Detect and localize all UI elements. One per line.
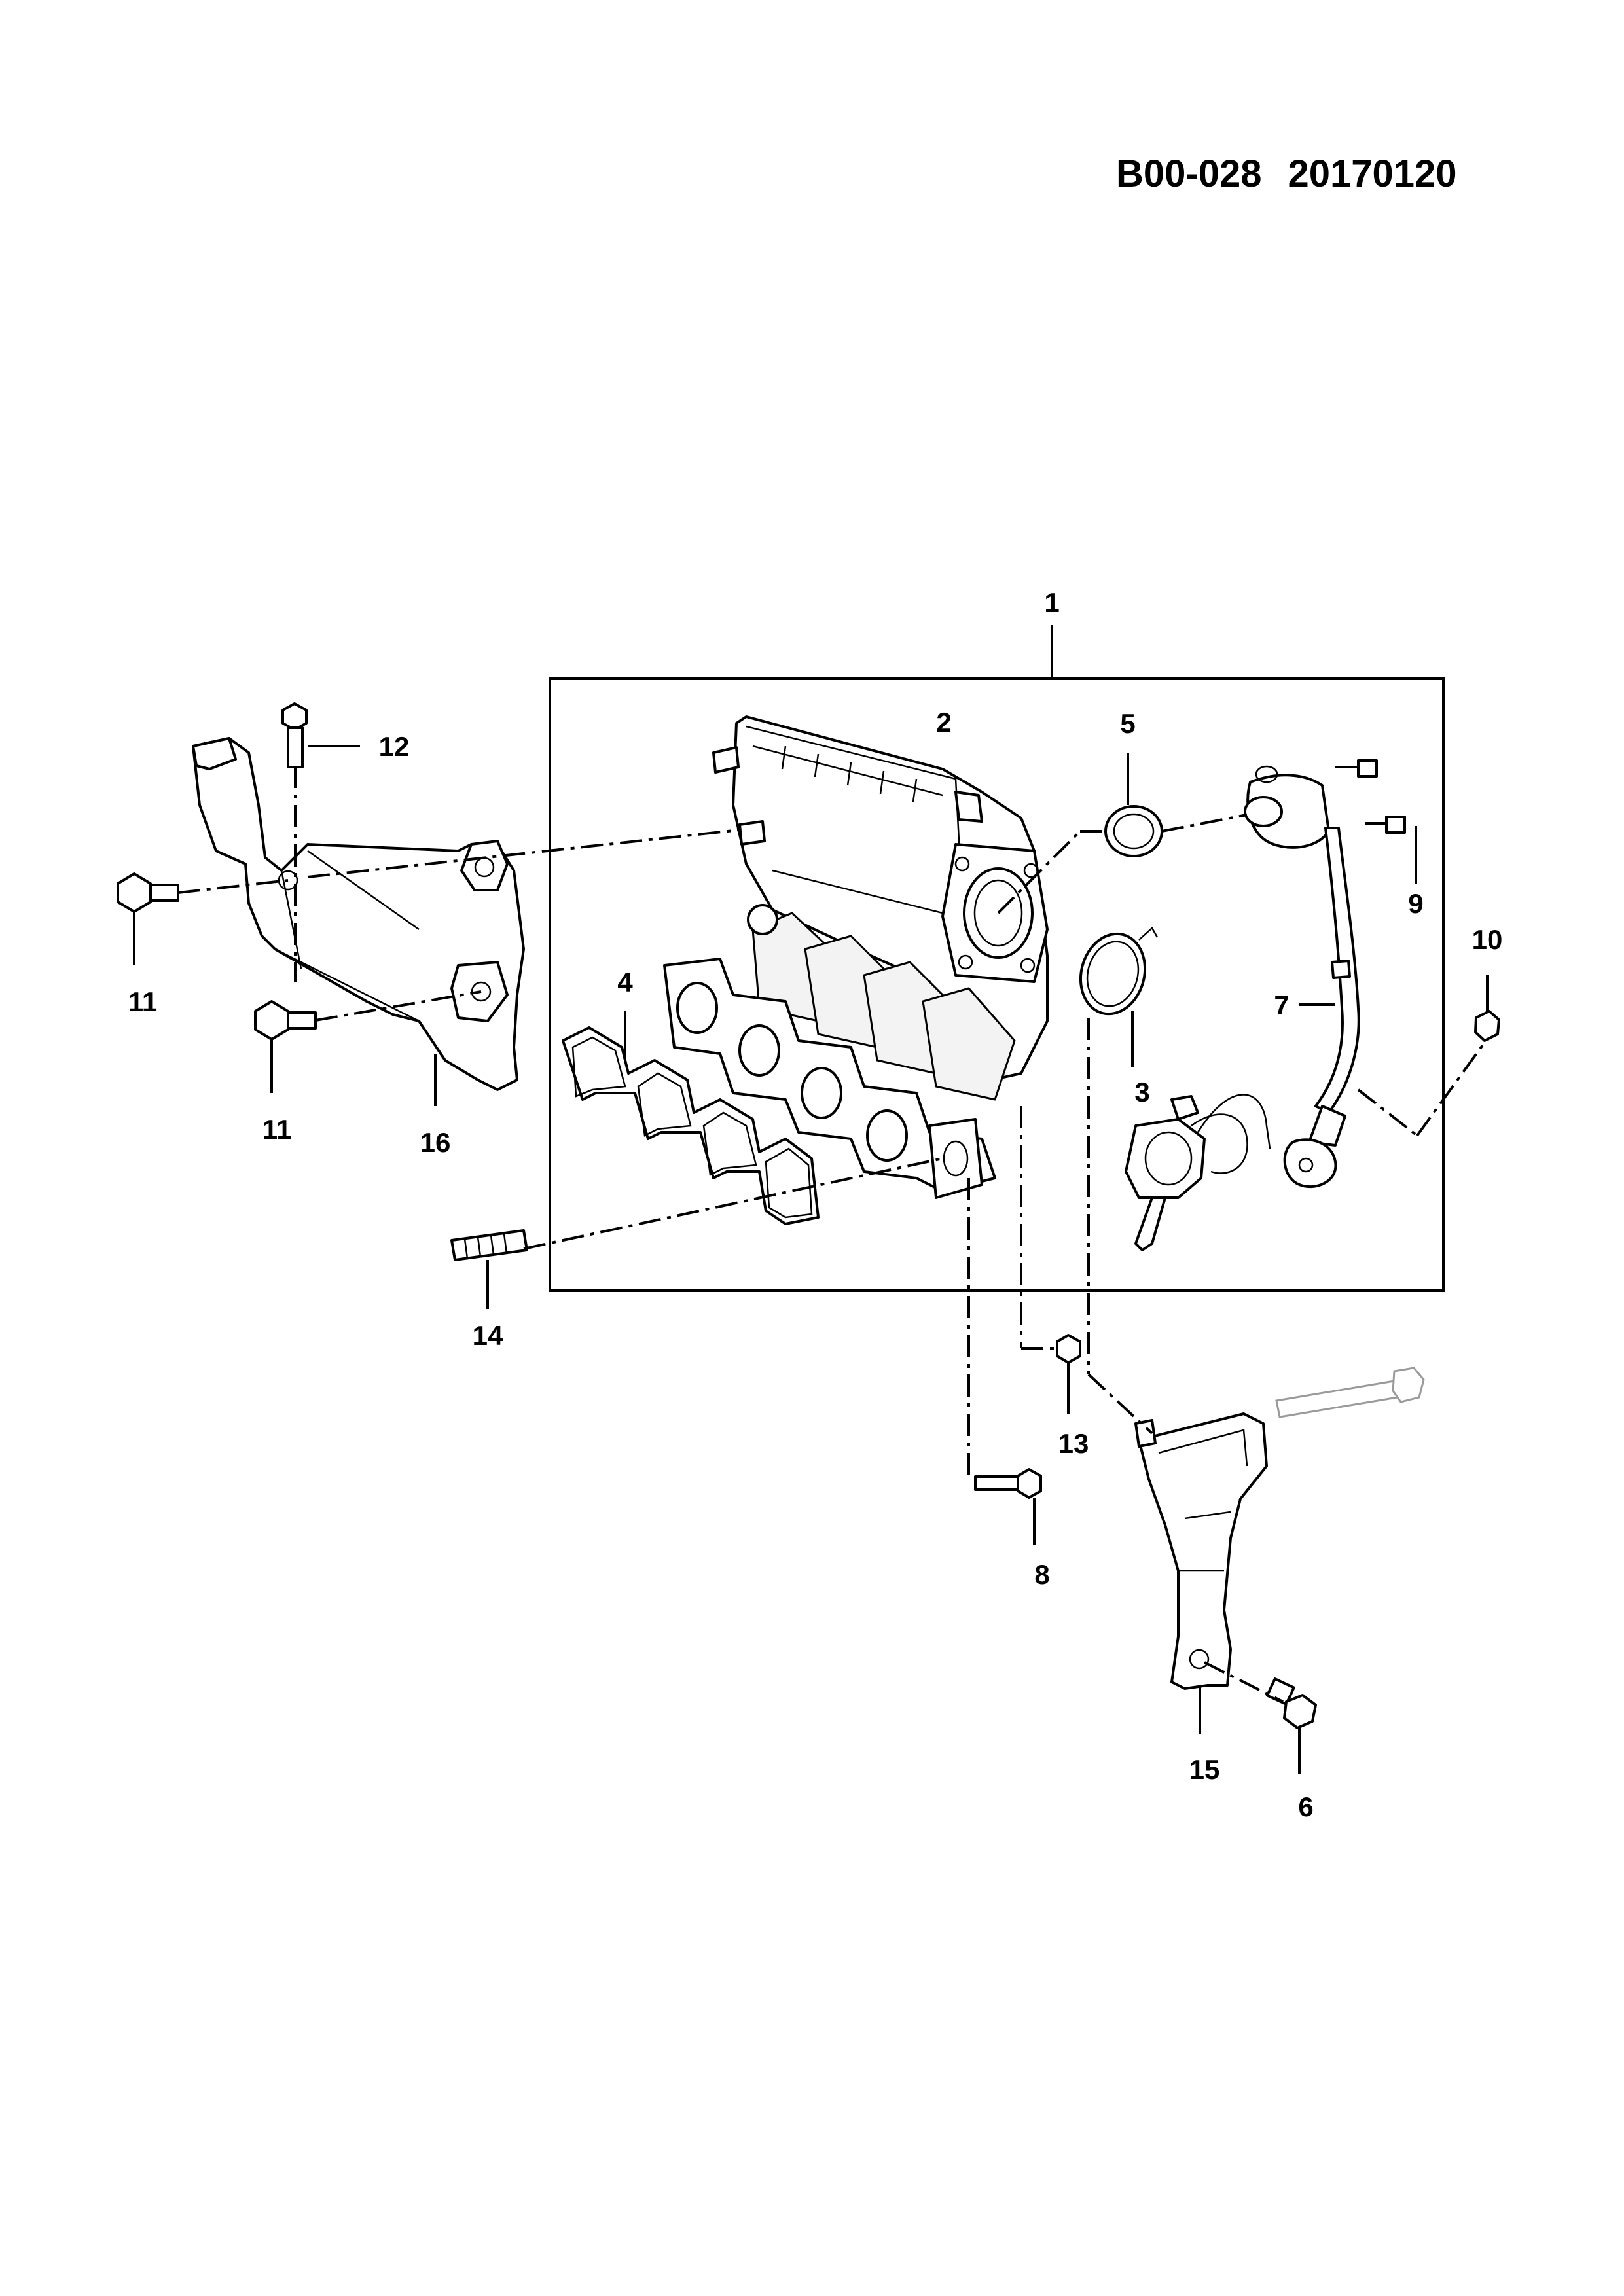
- o-ring-3: [1079, 927, 1159, 1016]
- gasket-4: [562, 1026, 820, 1225]
- callout-11-upper: 11: [128, 986, 157, 1017]
- callout-7: 7: [1274, 990, 1289, 1020]
- callout-16: 16: [420, 1127, 451, 1158]
- seal-5: [1104, 805, 1163, 857]
- callout-9: 9: [1408, 888, 1423, 919]
- callout-12: 12: [379, 731, 410, 762]
- bolt-11-upper: [117, 872, 179, 913]
- callout-13: 13: [1058, 1428, 1089, 1459]
- callout-2: 2: [936, 707, 951, 738]
- assembly-frame: [549, 677, 1445, 1292]
- screw-9-upper: [1335, 759, 1378, 778]
- screw-9-lower: [1365, 816, 1406, 834]
- callout-10: 10: [1472, 924, 1503, 955]
- intake-manifold: [663, 715, 1049, 1199]
- diagram-code-header: B00-028 20170120: [1116, 152, 1457, 196]
- bolt-12: [281, 702, 308, 768]
- callout-1: 1: [1044, 587, 1059, 618]
- callout-6: 6: [1298, 1791, 1313, 1822]
- alignment-lines: [177, 766, 1487, 1703]
- bolt-6: [1265, 1677, 1317, 1729]
- callout-14: 14: [473, 1320, 503, 1351]
- bolt-13: [1056, 1334, 1081, 1364]
- callout-labels: 1 2 5 12 9 10 4 11 7 3 11 16 14 13 8 15 …: [128, 587, 1503, 1822]
- callout-11-lower: 11: [262, 1114, 291, 1145]
- callout-5: 5: [1120, 708, 1135, 739]
- bracket-15: [1134, 1412, 1268, 1690]
- callout-15: 15: [1189, 1754, 1220, 1785]
- stud-14: [450, 1229, 528, 1261]
- reference-bolt-ghost: [1275, 1367, 1425, 1418]
- callout-4: 4: [617, 967, 633, 997]
- callout-3: 3: [1134, 1077, 1149, 1107]
- callout-8: 8: [1034, 1559, 1049, 1590]
- pipe-7: [1244, 765, 1360, 1189]
- date-code: 20170120: [1288, 152, 1457, 195]
- bolt-11-lower: [254, 1000, 317, 1041]
- bolt-8: [974, 1468, 1042, 1499]
- diagram-code: B00-028: [1116, 152, 1262, 195]
- vacuum-actuator: [1125, 1094, 1271, 1251]
- nut-10: [1474, 1010, 1500, 1042]
- bracket-16: [192, 737, 525, 1091]
